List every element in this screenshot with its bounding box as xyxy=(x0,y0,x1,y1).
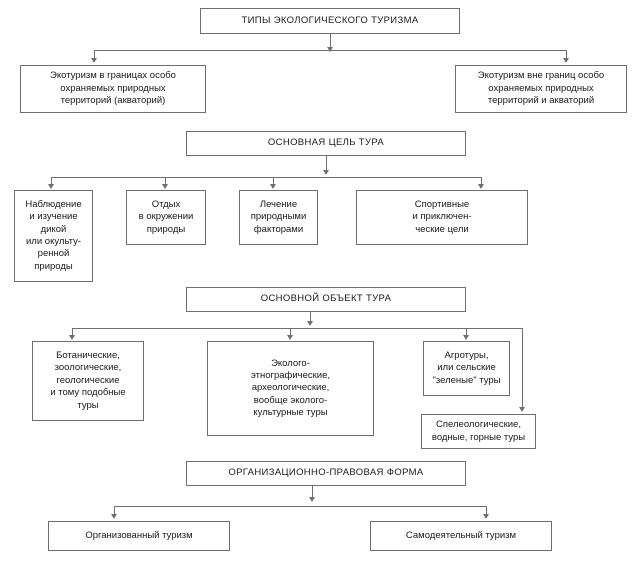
connector-bus-object xyxy=(72,328,522,329)
arrow-object-ethnographic xyxy=(287,335,293,340)
arrow-object-center xyxy=(307,321,313,326)
node-object-speleo: Спелеологические, водные, горные туры xyxy=(421,414,536,449)
node-object-agro: Агротуры, или сельские "зеленые" туры xyxy=(423,341,510,396)
node-outside-protected: Экотуризм вне границ особо охраняемых пр… xyxy=(455,65,627,113)
node-main-goal-title: ОСНОВНАЯ ЦЕЛЬ ТУРА xyxy=(186,131,466,156)
connector-object-drop-2 xyxy=(290,328,291,337)
connector-legal-stem xyxy=(312,486,313,500)
arrow-goal-sport xyxy=(478,184,484,189)
arrow-root-center xyxy=(327,47,333,52)
arrow-goal-center xyxy=(323,170,329,175)
node-legal-form-title: ОРГАНИЗАЦИОННО-ПРАВОВАЯ ФОРМА xyxy=(186,461,466,486)
connector-object-drop-1 xyxy=(72,328,73,337)
node-independent-tourism: Самодеятельный туризм xyxy=(370,521,552,551)
node-goal-observation: Наблюдение и изучение дикой или окульту-… xyxy=(14,190,93,282)
arrow-object-botanical xyxy=(69,335,75,340)
node-goal-treatment: Лечение природными факторами xyxy=(239,190,318,245)
connector-goal-drop-1 xyxy=(51,177,52,186)
connector-goal-drop-2 xyxy=(165,177,166,186)
arrow-object-speleo xyxy=(519,407,525,412)
connector-goal-drop-3 xyxy=(273,177,274,186)
node-main-object-title: ОСНОВНОЙ ОБЪЕКТ ТУРА xyxy=(186,287,466,312)
connector-territory-right-drop xyxy=(566,50,567,60)
connector-goal-drop-4 xyxy=(481,177,482,186)
connector-object-drop-4 xyxy=(522,328,523,409)
connector-goal-stem xyxy=(326,156,327,173)
node-organized-tourism: Организованный туризм xyxy=(48,521,230,551)
connector-legal-drop-left xyxy=(114,506,115,516)
connector-object-drop-3 xyxy=(466,328,467,337)
connector-bus-goal xyxy=(51,177,481,178)
connector-territory-left-drop xyxy=(94,50,95,60)
arrow-goal-rest xyxy=(162,184,168,189)
arrow-object-agro xyxy=(463,335,469,340)
connector-legal-drop-right xyxy=(486,506,487,516)
node-object-botanical: Ботанические, зоологические, геологическ… xyxy=(32,341,144,421)
node-object-ethnographic: Эколого- этнографические, археологически… xyxy=(207,341,374,436)
node-goal-sport: Спортивные и приключен- ческие цели xyxy=(356,190,528,245)
arrow-goal-treatment xyxy=(270,184,276,189)
connector-object-stem xyxy=(310,312,311,324)
arrow-legal-independent xyxy=(483,514,489,519)
arrow-territory-right xyxy=(563,58,569,63)
connector-bus-legal xyxy=(114,506,486,507)
node-root-title: ТИПЫ ЭКОЛОГИЧЕСКОГО ТУРИЗМА xyxy=(200,8,460,34)
arrow-legal-center xyxy=(309,497,315,502)
node-inside-protected: Экотуризм в границах особо охраняемых пр… xyxy=(20,65,206,113)
arrow-goal-observation xyxy=(48,184,54,189)
connector-root-stem xyxy=(330,34,331,50)
arrow-legal-organized xyxy=(111,514,117,519)
node-goal-rest: Отдых в окружении природы xyxy=(126,190,206,245)
arrow-territory-left xyxy=(91,58,97,63)
connector-bus-territory xyxy=(94,50,566,51)
